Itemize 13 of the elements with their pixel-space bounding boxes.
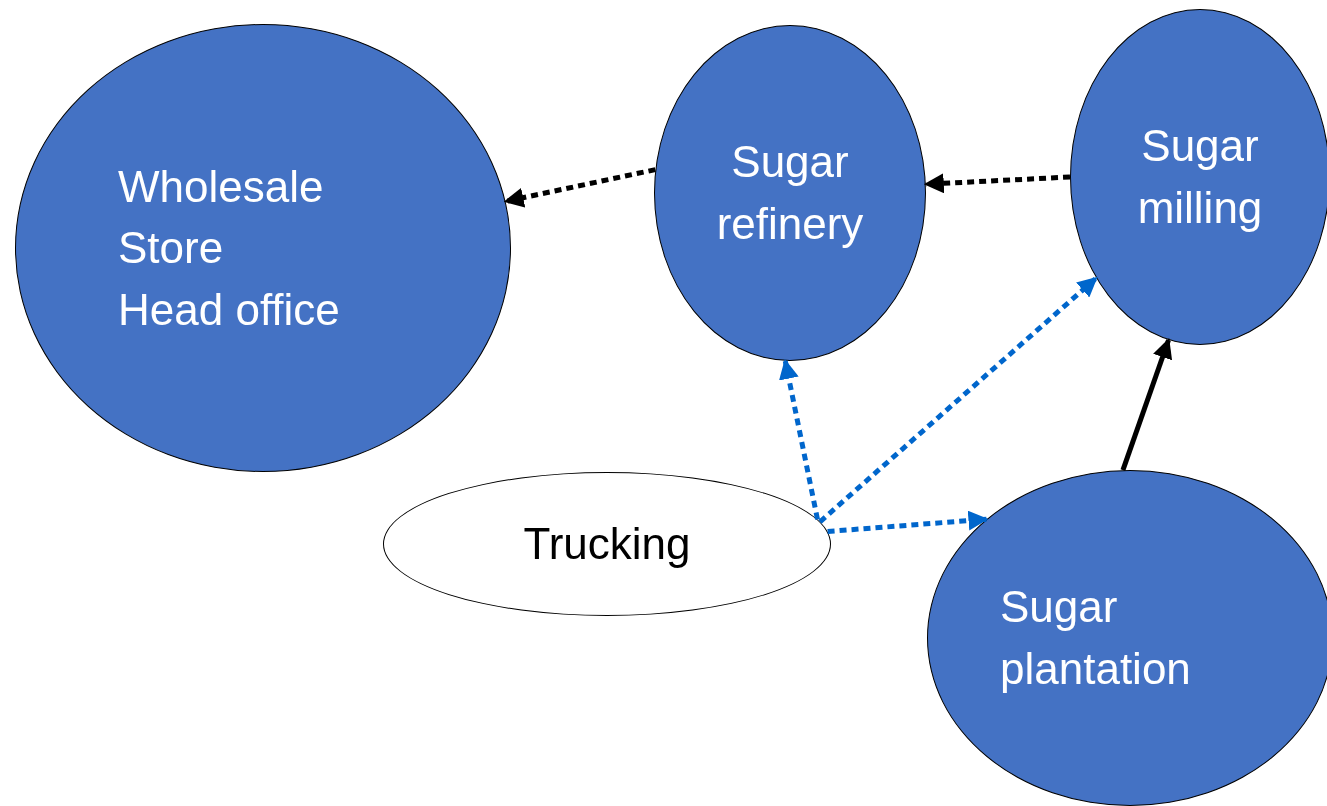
arrow	[1120, 338, 1173, 471]
arrow	[503, 167, 656, 208]
node-label: Sugar milling	[1136, 120, 1264, 234]
arrow	[923, 173, 1071, 194]
node-label: Store	[118, 222, 225, 275]
node-label: Sugar plantation	[1000, 581, 1192, 695]
node-label: Wholesale	[118, 160, 325, 213]
node-label: Sugar refinery	[715, 136, 865, 250]
node-label: Head office	[118, 283, 341, 336]
node-label: Trucking	[522, 518, 692, 571]
arrow	[827, 510, 989, 534]
arrow	[779, 358, 820, 520]
arrow	[818, 276, 1098, 524]
